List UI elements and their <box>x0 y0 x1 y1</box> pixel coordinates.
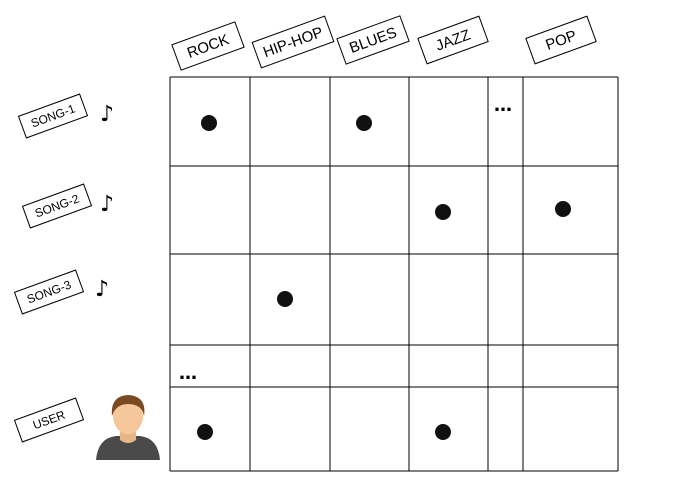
more-rows-ellipsis: … <box>179 363 197 384</box>
rating-dot-user-rock <box>197 424 213 440</box>
rating-dot-song-1-rock <box>201 115 217 131</box>
rating-dot-song-1-blues <box>356 115 372 131</box>
music-note-icon: ♪ <box>100 102 115 127</box>
rating-dot-song-2-jazz <box>435 204 451 220</box>
rating-dot-song-2-pop <box>555 201 571 217</box>
music-note-icon: ♪ <box>100 192 115 217</box>
more-columns-ellipsis: … <box>494 95 512 116</box>
rating-dot-user-jazz <box>435 424 451 440</box>
user-avatar-icon <box>92 390 164 460</box>
rating-dot-song-3-hip-hop <box>277 291 293 307</box>
music-note-icon: ♪ <box>95 277 110 302</box>
